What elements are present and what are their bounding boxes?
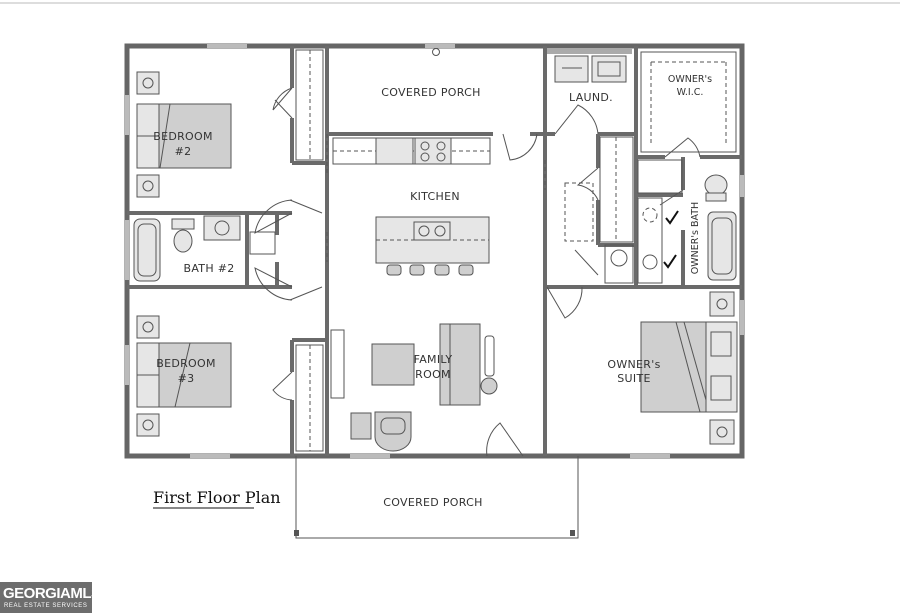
- openings: [326, 134, 546, 262]
- right-hall-closets: [564, 136, 634, 284]
- logo-name: GEORGIAMLS: [3, 585, 101, 602]
- label-bath2: BATH #2: [183, 262, 234, 275]
- bedroom3-furniture: [136, 315, 324, 452]
- wic-shelving: [640, 51, 737, 153]
- label-laundry: LAUND.: [569, 91, 613, 104]
- label-kitchen: KITCHEN: [410, 190, 460, 203]
- bath2-fixtures: [133, 215, 276, 282]
- label-owners-suite-line1: OWNER's: [607, 358, 660, 371]
- windows: [125, 44, 744, 458]
- logo-tagline: REAL ESTATE SERVICES: [4, 603, 88, 609]
- label-bedroom2-line2: #2: [175, 145, 192, 158]
- owners-suite-furniture: [640, 291, 738, 445]
- label-covered-porch-rear: COVERED PORCH: [381, 86, 480, 99]
- plan-title: First Floor Plan: [153, 488, 281, 507]
- label-bedroom2-line1: BEDROOM: [153, 130, 213, 143]
- kitchen-fixtures: [332, 137, 491, 276]
- room-labels: COVERED PORCH LAUND. OWNER's W.I.C. BEDR…: [153, 74, 712, 509]
- owners-bath-fixtures: [637, 159, 737, 284]
- georgiamls-logo: GEORGIAMLS REAL ESTATE SERVICES: [0, 582, 101, 613]
- label-bedroom3-line1: BEDROOM: [156, 357, 216, 370]
- door-swings: [254, 87, 701, 457]
- label-family-line1: FAMILY: [414, 353, 453, 366]
- label-owners-wic-line2: W.I.C.: [677, 87, 704, 98]
- label-covered-porch-front: COVERED PORCH: [383, 496, 482, 509]
- label-owners-suite-line2: SUITE: [617, 372, 650, 385]
- bedroom2-furniture: [136, 49, 324, 198]
- laundry-fixtures: [547, 48, 632, 83]
- label-family-line2: ROOM: [415, 368, 451, 381]
- family-room-furniture: [330, 323, 498, 452]
- label-owners-wic-line1: OWNER's: [668, 74, 712, 85]
- label-owners-bath: OWNER's BATH: [690, 202, 701, 274]
- label-bedroom3-line2: #3: [178, 372, 195, 385]
- front-porch-outline: [294, 456, 579, 539]
